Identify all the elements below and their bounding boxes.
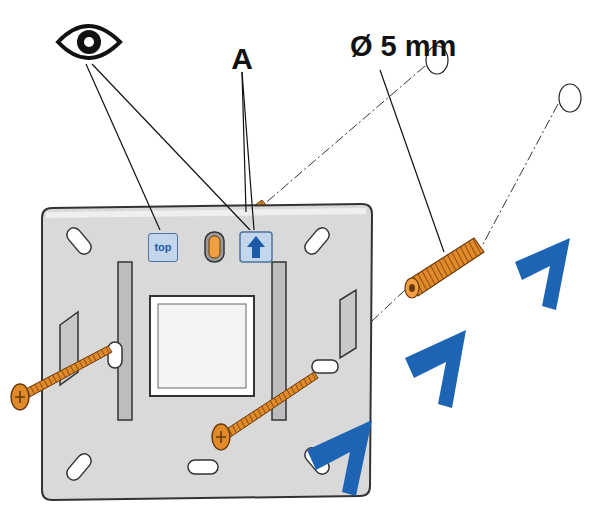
callout-letter: A	[231, 44, 253, 74]
dimension-label: Ø 5 mm	[350, 32, 456, 61]
leader-line	[86, 64, 444, 252]
plate-marking: top	[154, 242, 171, 253]
label-box: top	[148, 233, 178, 262]
screw	[11, 346, 318, 450]
direction-arrow	[307, 238, 570, 496]
drill-hole	[559, 84, 581, 112]
wall-plug	[405, 238, 484, 298]
eye-icon	[58, 26, 120, 58]
mounting-plate	[42, 204, 372, 500]
